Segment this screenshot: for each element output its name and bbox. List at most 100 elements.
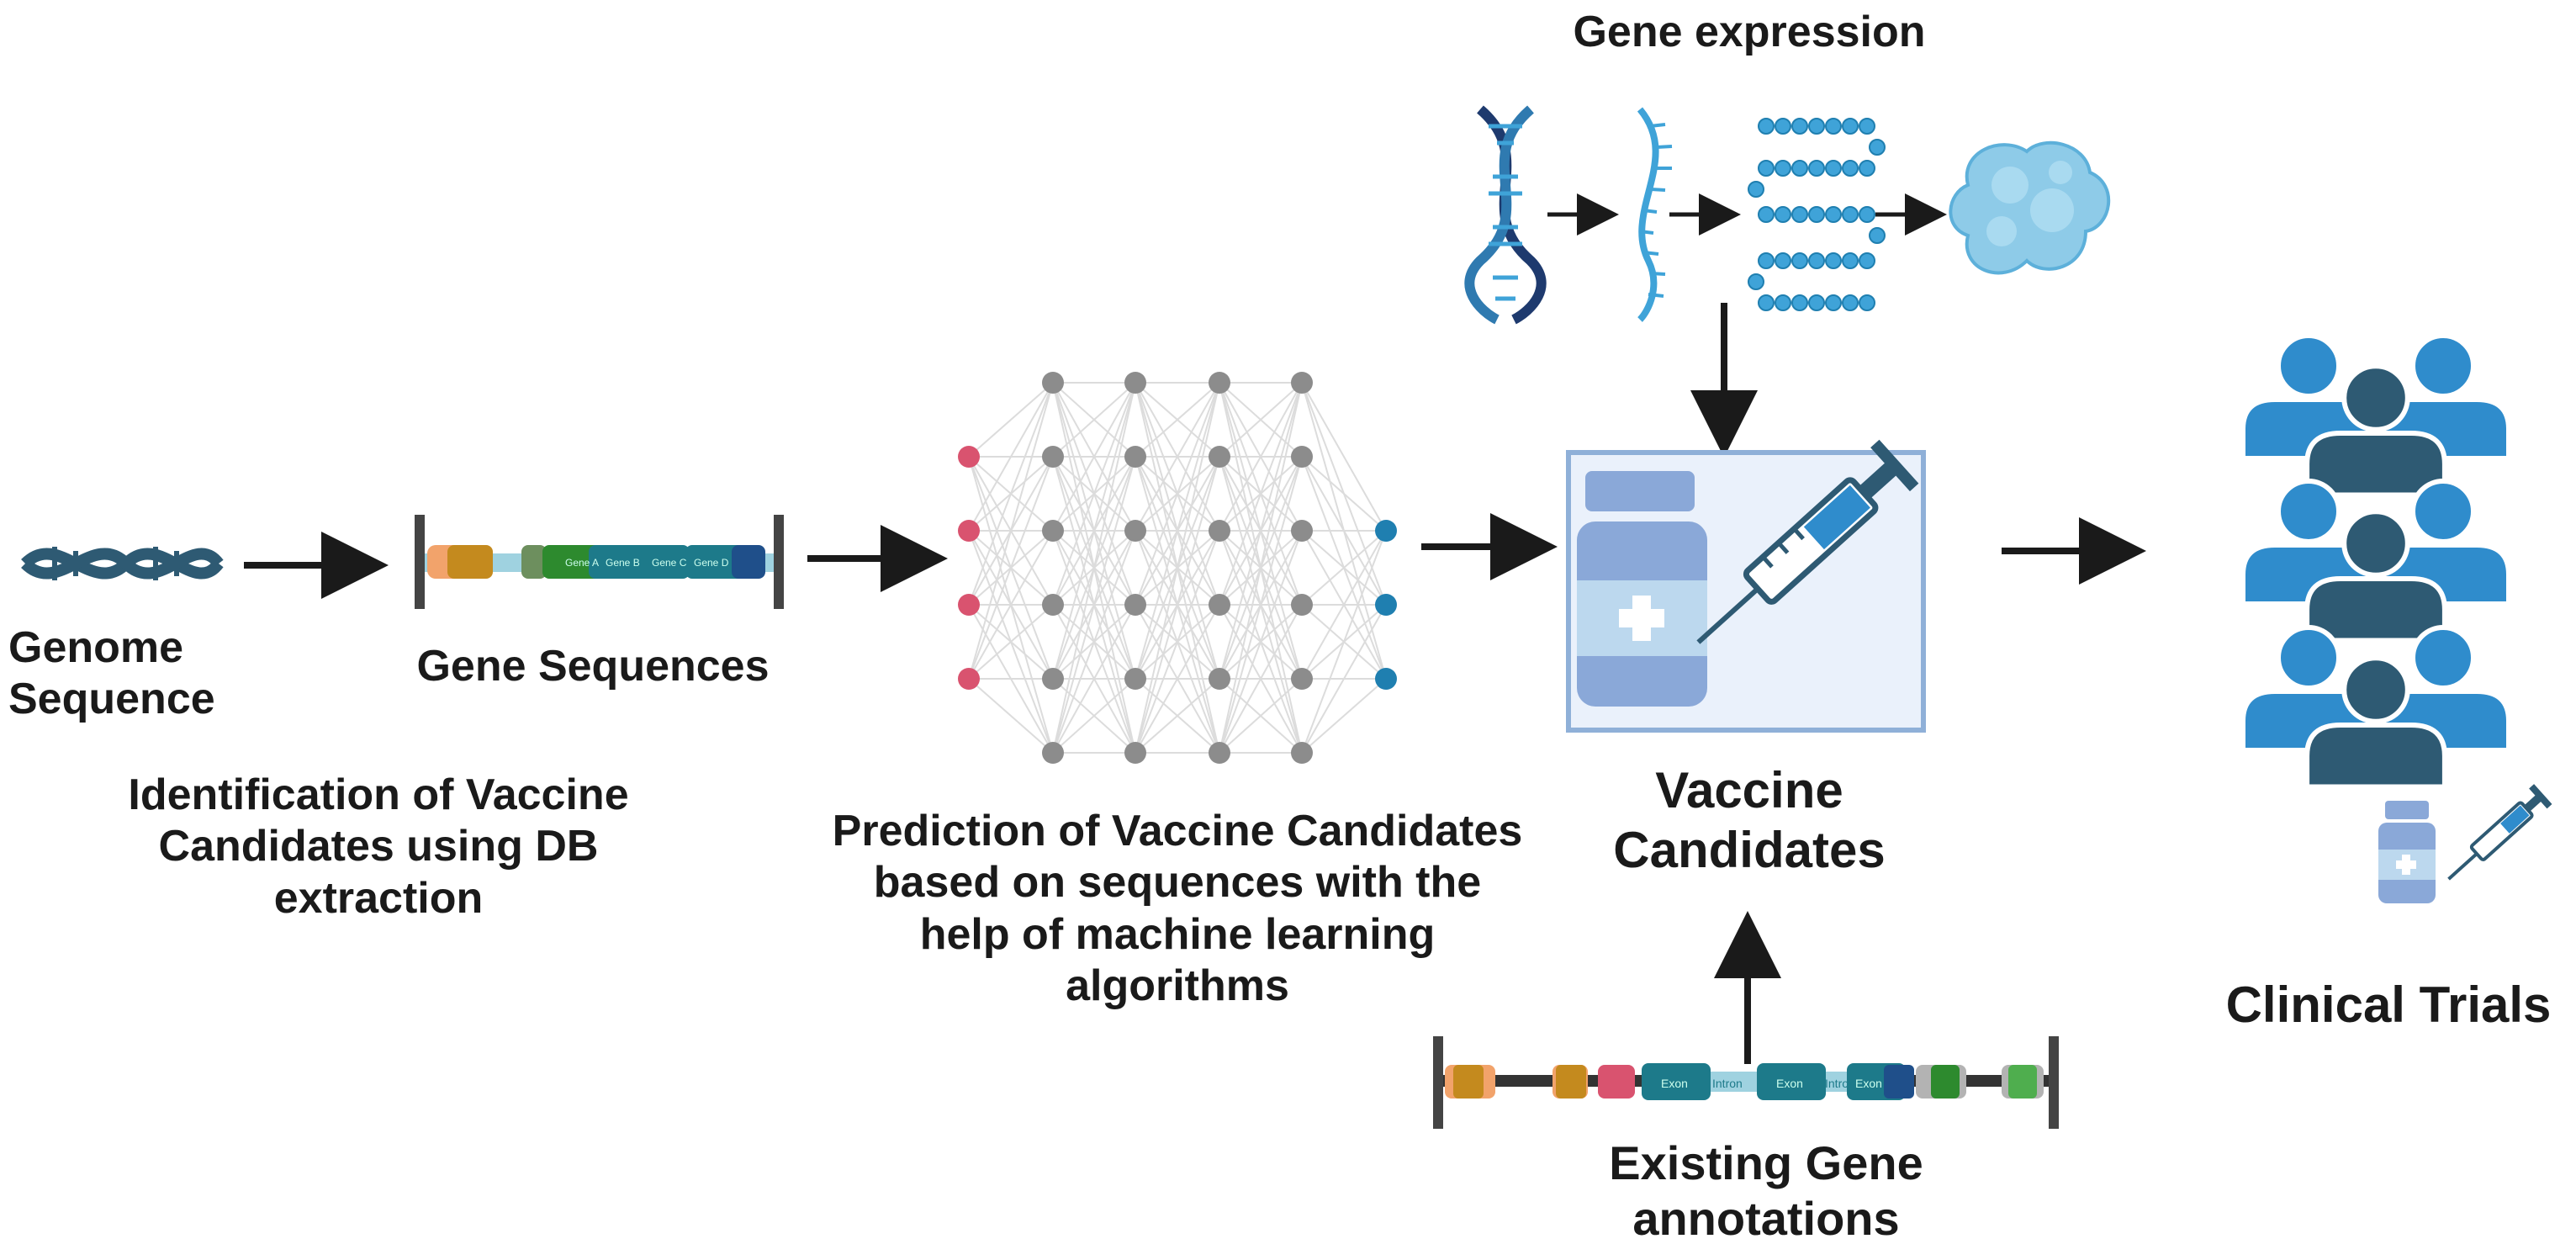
bead bbox=[1758, 294, 1775, 311]
neural-network-icon bbox=[958, 372, 1397, 764]
prediction-line-2: based on sequences with the bbox=[873, 858, 1482, 908]
bead bbox=[1808, 294, 1825, 311]
strip-segment-a: Gene A bbox=[565, 557, 599, 569]
nn-edge bbox=[1052, 678, 1136, 754]
nn-edge bbox=[1052, 382, 1136, 458]
strip-intron-1: Intron bbox=[1712, 1077, 1743, 1090]
bead bbox=[1842, 206, 1859, 223]
prediction-line-3: help of machine learning bbox=[919, 909, 1436, 959]
nn-node bbox=[1124, 594, 1146, 616]
protein-icon bbox=[1949, 140, 2111, 275]
bead bbox=[1775, 294, 1791, 311]
annotations-line-1: Existing Gene bbox=[1609, 1136, 1923, 1189]
nn-node bbox=[1042, 668, 1064, 690]
nn-edge bbox=[1219, 604, 1303, 754]
bead bbox=[1825, 252, 1842, 269]
nn-edge bbox=[1219, 382, 1303, 606]
bead bbox=[1758, 118, 1775, 135]
bead bbox=[1869, 139, 1886, 156]
person-head bbox=[2341, 509, 2410, 578]
person-head bbox=[2341, 363, 2410, 432]
nn-node bbox=[1042, 594, 1064, 616]
bead bbox=[1775, 252, 1791, 269]
nn-edge bbox=[1219, 382, 1303, 532]
nn-node bbox=[1291, 594, 1313, 616]
bead bbox=[1859, 160, 1875, 177]
nn-edge bbox=[1301, 530, 1387, 606]
nn-edge bbox=[1219, 382, 1303, 754]
nn-node bbox=[1209, 742, 1230, 764]
nn-edge bbox=[1052, 382, 1136, 754]
nn-node bbox=[1209, 520, 1230, 542]
nn-node bbox=[958, 668, 980, 690]
strip-exon-1: Exon bbox=[1661, 1077, 1688, 1090]
nn-edge bbox=[968, 382, 1054, 680]
nn-node bbox=[1291, 446, 1313, 468]
nn-node bbox=[1124, 668, 1146, 690]
identification-line-3: extraction bbox=[273, 873, 484, 923]
nn-edge bbox=[1219, 456, 1303, 754]
bead bbox=[1859, 294, 1875, 311]
syringe-icon bbox=[1696, 439, 1919, 644]
people-icon bbox=[2240, 333, 2511, 790]
nn-edge bbox=[1219, 382, 1303, 680]
gene-annotation-strip: Exon Intron Exon Intron Exon bbox=[1433, 1036, 2059, 1129]
nn-edge bbox=[1052, 382, 1136, 532]
genome-line-2: Sequence bbox=[8, 675, 215, 724]
genome-dna-icon bbox=[21, 547, 224, 580]
nn-edge bbox=[1301, 604, 1387, 754]
nn-edge bbox=[1135, 382, 1220, 606]
nn-node bbox=[1375, 594, 1397, 616]
person-body bbox=[2304, 431, 2447, 498]
bead bbox=[1869, 227, 1886, 244]
bead bbox=[1775, 160, 1791, 177]
nn-edge bbox=[1052, 382, 1136, 680]
vaccine-vial-icon bbox=[1577, 471, 1707, 707]
person-head bbox=[2276, 333, 2341, 399]
polypeptide-icon bbox=[1748, 118, 1886, 311]
person-head bbox=[2276, 479, 2341, 544]
strip-exon-3: Exon bbox=[1855, 1077, 1882, 1090]
nn-edge bbox=[1135, 530, 1220, 754]
bead bbox=[1758, 160, 1775, 177]
gene-expression-panel bbox=[1464, 105, 2111, 325]
nn-edge bbox=[1301, 456, 1387, 532]
nn-edge bbox=[968, 382, 1054, 606]
nn-edge bbox=[968, 382, 1054, 458]
nn-node bbox=[1291, 668, 1313, 690]
bead bbox=[1842, 118, 1859, 135]
strip-intron-2: Intron bbox=[1825, 1077, 1855, 1090]
annotations-line-2: annotations bbox=[1632, 1192, 1900, 1246]
nn-edge bbox=[1052, 382, 1136, 606]
identification-line-2: Candidates using DB bbox=[158, 822, 599, 871]
bead bbox=[1842, 160, 1859, 177]
person-head bbox=[2410, 479, 2476, 544]
nn-node bbox=[1209, 594, 1230, 616]
strip-segment-b: Gene B bbox=[606, 557, 640, 569]
bead bbox=[1842, 294, 1859, 311]
dna-icon bbox=[1464, 105, 1547, 325]
person-head bbox=[2276, 625, 2341, 691]
nn-edge bbox=[968, 604, 1054, 680]
nn-node bbox=[958, 520, 980, 542]
vaccine-candidates-box bbox=[1566, 439, 1926, 733]
nn-edge bbox=[968, 678, 1054, 754]
nn-node bbox=[1209, 668, 1230, 690]
person-head bbox=[2410, 625, 2476, 691]
bead bbox=[1791, 252, 1808, 269]
bead bbox=[1791, 160, 1808, 177]
nn-node bbox=[1291, 742, 1313, 764]
bead bbox=[1825, 294, 1842, 311]
nn-edge bbox=[1135, 382, 1220, 754]
nn-edge bbox=[1135, 604, 1220, 754]
nn-node bbox=[1291, 372, 1313, 394]
nn-edge bbox=[1135, 382, 1220, 680]
nn-edge bbox=[968, 530, 1054, 680]
nn-edge bbox=[1135, 678, 1220, 754]
identification-line-1: Identification of Vaccine bbox=[128, 770, 629, 819]
label-existing-annotations: Existing Gene annotations bbox=[1531, 1136, 2002, 1247]
bead bbox=[1758, 252, 1775, 269]
nn-node bbox=[958, 446, 980, 468]
nn-edge bbox=[1135, 382, 1220, 458]
label-gene-sequences: Gene Sequences bbox=[416, 642, 770, 691]
